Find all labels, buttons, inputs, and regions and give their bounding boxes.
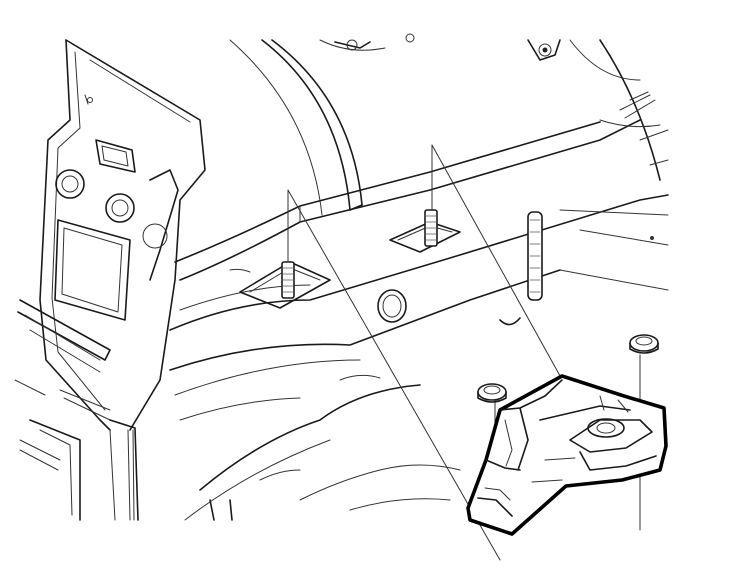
stud-center <box>424 209 438 247</box>
leader-lines <box>109 144 641 561</box>
wheelhouse-arch <box>229 39 363 216</box>
mount-bracket <box>466 374 668 536</box>
lower-floor <box>179 374 461 521</box>
frame-rail <box>169 119 669 396</box>
stud-left <box>281 261 295 299</box>
left-body-panel <box>14 39 206 521</box>
nut-left <box>477 383 507 403</box>
nut-right <box>629 334 659 354</box>
stud-right <box>527 211 543 301</box>
upper-details <box>319 33 669 181</box>
